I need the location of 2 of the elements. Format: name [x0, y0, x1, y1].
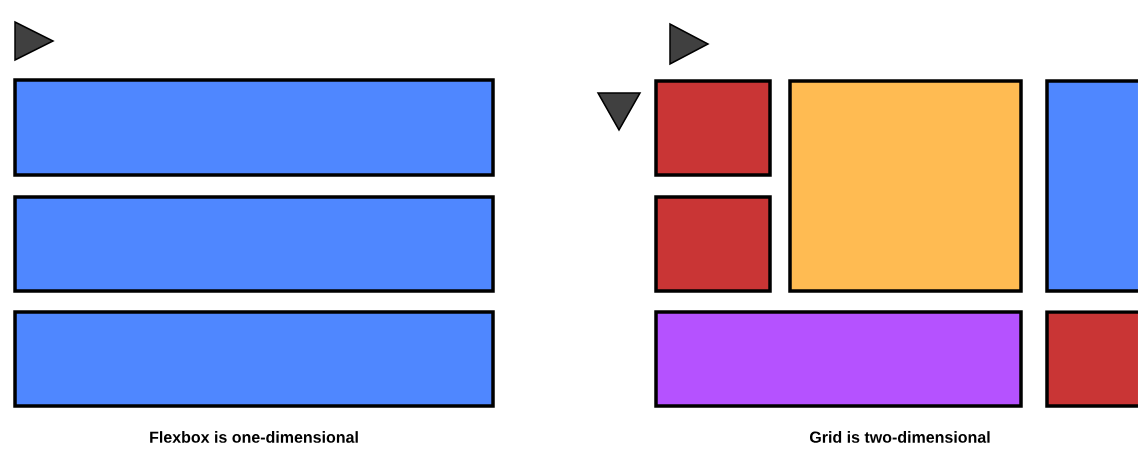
- caption: Grid is two-dimensional: [810, 431, 990, 443]
- caption: Flexbox is one-dimensional: [150, 431, 358, 443]
